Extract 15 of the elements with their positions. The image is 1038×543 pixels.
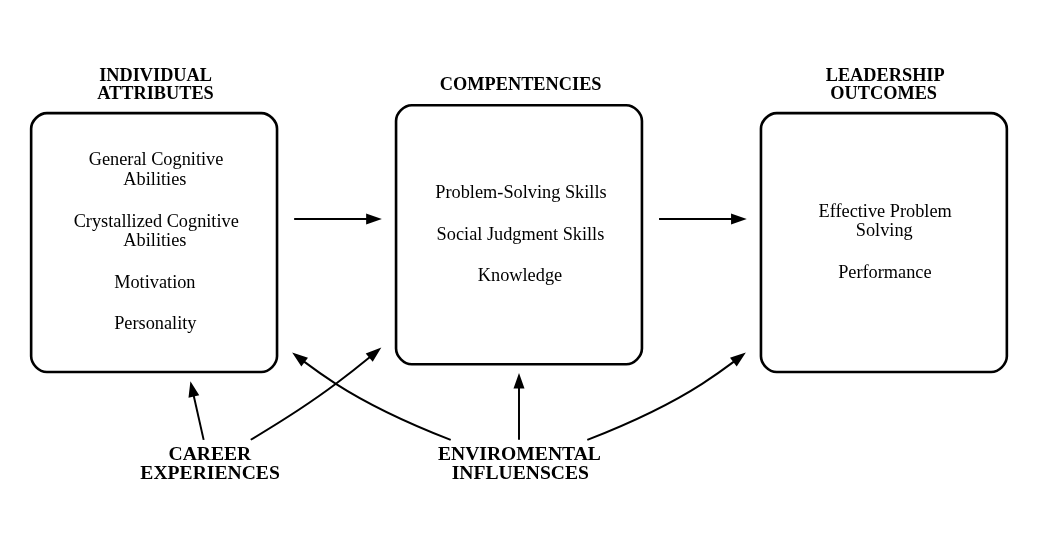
arrow <box>292 352 452 441</box>
arrow <box>513 372 525 441</box>
node-box: General Cognitive Abilities Crystallized Cognitive Abilities Motivation Personality <box>29 111 279 373</box>
node-box: Effective Problem Solving Performance <box>759 111 1009 373</box>
node-text: CAREER EXPERIENCES <box>140 442 280 483</box>
arrow <box>249 347 382 441</box>
node-box: Problem-Solving Skills Social Judgment Skills Knowledge <box>394 103 644 365</box>
node-text: ENVIROMENTAL INFLUENSCES <box>437 442 601 483</box>
arrow <box>586 352 746 441</box>
arrow <box>188 380 205 441</box>
node-label: COMPENTENCIES <box>439 73 602 94</box>
node-label: LEADERSHIP OUTCOMES <box>825 64 945 103</box>
arrow <box>658 213 747 225</box>
arrow <box>293 213 382 225</box>
node-label: INDIVIDUAL ATTRIBUTES <box>97 64 214 103</box>
